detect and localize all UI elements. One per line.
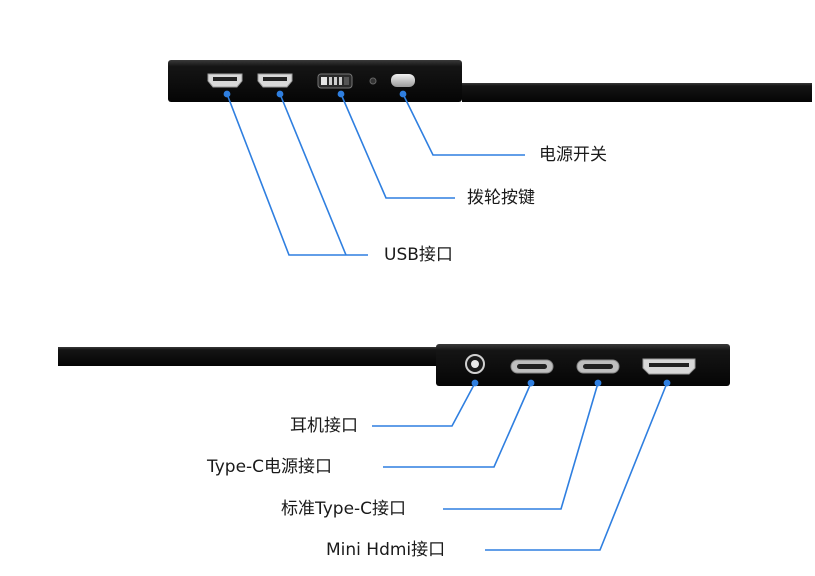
mini-hdmi-label: Mini Hdmi接口 <box>326 540 446 560</box>
mini-hdmi-leader <box>485 382 668 551</box>
usb-port-1 <box>207 73 243 88</box>
bottom-device <box>58 344 730 386</box>
standard-typec-port <box>576 359 620 374</box>
usb-port-label: USB接口 <box>384 245 453 265</box>
top-device <box>168 60 812 102</box>
usb-leader-1 <box>226 93 368 256</box>
top-device-panel <box>462 83 812 102</box>
power-button <box>391 74 415 87</box>
top-device-body <box>168 60 462 102</box>
headphone-leader <box>372 382 476 427</box>
usb-leader-2 <box>279 93 347 256</box>
usb-port-2 <box>257 73 293 88</box>
indicator-dot <box>369 77 377 85</box>
dial-leader <box>340 93 455 199</box>
top-leader-lines <box>223 90 525 256</box>
bottom-leader-lines <box>372 379 671 551</box>
standard-typec-label: 标准Type-C接口 <box>281 499 407 519</box>
typec-power-port <box>510 359 554 374</box>
typec-power-label: Type-C电源接口 <box>207 457 333 477</box>
power-switch-label: 电源开关 <box>539 145 607 165</box>
headphone-jack-label: 耳机接口 <box>290 416 358 436</box>
standard-typec-leader <box>443 382 599 510</box>
bottom-device-panel <box>58 347 438 366</box>
dial-wheel <box>317 73 353 89</box>
headphone-jack <box>465 354 485 374</box>
dial-button-label: 拨轮按键 <box>467 188 535 208</box>
typec-power-leader <box>383 382 532 468</box>
mini-hdmi-port <box>642 358 696 375</box>
power-leader <box>402 93 525 156</box>
